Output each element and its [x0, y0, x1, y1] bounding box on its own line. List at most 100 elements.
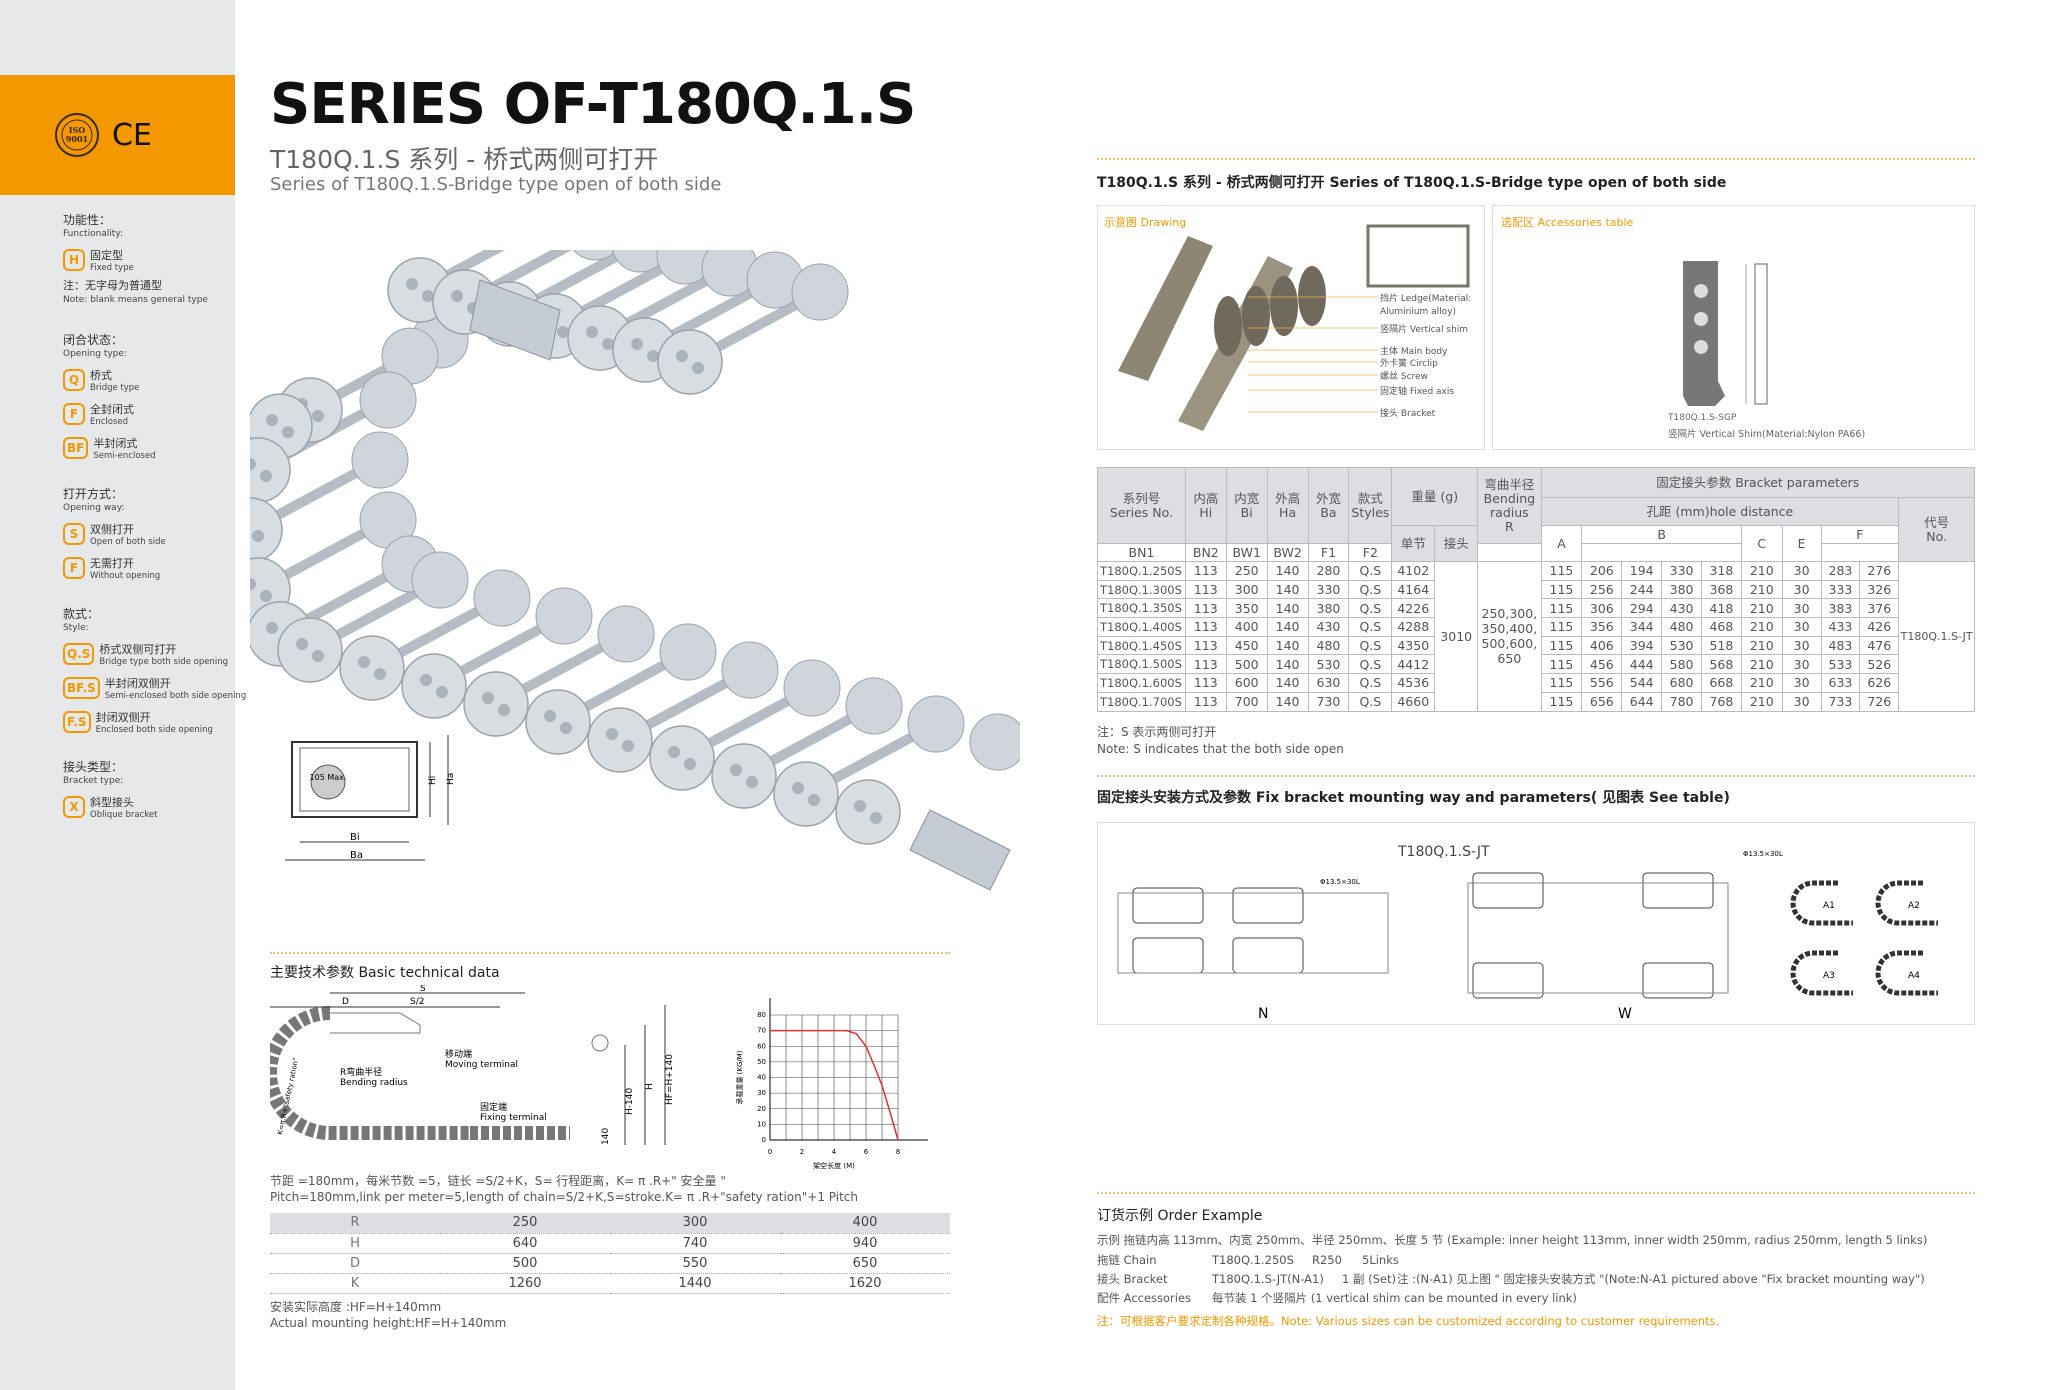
table-cell: 30 [1781, 673, 1822, 693]
table-cell: 140 [1266, 654, 1309, 675]
table-cell: 326 [1859, 579, 1900, 600]
link-hole [250, 458, 257, 470]
part-label: 主体 Main body [1380, 345, 1448, 357]
chain-dimension-diagram: D S S/2 移动端 Moving terminal 固定端 Fixing t… [270, 985, 675, 1145]
table-cell: K [270, 1273, 440, 1294]
bracket-plate [1132, 887, 1204, 924]
group-title-cn: 功能性： [63, 213, 112, 227]
end-bracket [909, 809, 1011, 891]
iso-9001-logo: ISO 9001 [55, 113, 99, 157]
link-hole [482, 692, 494, 704]
mount-heading: 固定接头安装方式及参数 Fix bracket mounting way and… [1097, 790, 1730, 806]
part-label: 竖隔片 Vertical shim [1380, 323, 1468, 335]
link-hole [854, 800, 866, 812]
table-cell: 113 [1184, 654, 1227, 675]
table-cell: 644 [1621, 691, 1663, 712]
option-cn: 无需打开 [90, 557, 134, 570]
chain-variant-icon [1790, 950, 1853, 996]
option-cn: 封闭双侧开 [95, 711, 151, 724]
accessories-title: 选配区 Accessories table [1501, 216, 1634, 229]
part-label: 外卡簧 Circlip [1380, 357, 1438, 369]
link-hole [602, 338, 614, 350]
link-plate [1298, 266, 1326, 326]
option-en: Enclosed both side opening [95, 725, 213, 735]
group-title-en: Style: [63, 623, 89, 633]
table-cell: T180Q.1.300S [1097, 579, 1186, 600]
table-cell: 30 [1781, 635, 1822, 656]
table-cell: 476 [1859, 635, 1900, 656]
link-plate [572, 250, 618, 261]
table-cell: 544 [1621, 673, 1663, 693]
table-cell: 780 [1661, 691, 1702, 712]
link-hole [586, 326, 598, 338]
link-plate [612, 250, 668, 273]
fixing-terminal-cn: 固定端 [480, 1101, 507, 1113]
table-cell: 250 [440, 1213, 610, 1234]
link-plate [711, 743, 777, 809]
certification-logos: ISO 9001 CE [55, 113, 152, 157]
table-cell: 4536 [1391, 673, 1436, 693]
table-cell: 733 [1820, 691, 1861, 712]
col-f: F [1820, 525, 1900, 544]
link-plate [250, 497, 283, 563]
link-plate [657, 329, 723, 395]
table-cell: 518 [1700, 635, 1742, 656]
code-badge: H [63, 249, 85, 271]
drawing-title: 示意图 Drawing [1104, 216, 1187, 229]
table-cell: 280 [1307, 561, 1350, 581]
moving-terminal-cn: 移动端 [445, 1048, 472, 1060]
part-label: Aluminium alloy) [1380, 307, 1456, 317]
table-cell: 115 [1540, 561, 1583, 581]
link-hole [436, 686, 448, 698]
end-bracket [469, 279, 561, 361]
link-hole [746, 776, 758, 788]
table-cell: 426 [1859, 617, 1900, 637]
link-hole [282, 426, 294, 439]
col-c: C [1740, 525, 1783, 562]
table-cell: 294 [1621, 598, 1663, 619]
option-en: Without opening [90, 571, 161, 581]
table-cell: 300 [1225, 579, 1268, 600]
option-en: Oblique bracket [90, 810, 158, 820]
chain-variant-icon [1875, 880, 1938, 926]
y-tick-label: 30 [757, 1089, 766, 1097]
col-weight: 重量 (g) [1391, 467, 1479, 526]
link-plate [277, 617, 343, 683]
table-cell: 380 [1661, 579, 1702, 600]
col-joint: 接头 [1434, 525, 1479, 562]
option-cn: 固定型 [90, 249, 123, 262]
y-tick-label: 0 [762, 1136, 766, 1144]
table-cell: 250 [1225, 561, 1268, 581]
table-cell: 194 [1621, 561, 1663, 581]
table-cell: 210 [1740, 673, 1783, 693]
table-cell: 726 [1859, 691, 1900, 712]
table-cell: T180Q.1.400S [1097, 617, 1186, 637]
table-cell: 30 [1781, 691, 1822, 712]
table-cell: 250,300, 350,400, 500,600, 650 [1477, 561, 1542, 712]
link-hole [730, 764, 742, 776]
table-cell: 433 [1820, 617, 1861, 637]
table-cell: 330 [1307, 579, 1350, 600]
table-cell: 400 [1225, 617, 1268, 637]
bracket-mounting-drawing: T180Q.1.S-JT N W Φ13.5×30L Φ13.5×30L A1 … [1117, 844, 1938, 1022]
link-hole [557, 326, 569, 338]
table-cell: 680 [1661, 673, 1702, 693]
table-cell: T180Q.1.500S [1097, 654, 1186, 675]
table-cell: 406 [1581, 635, 1623, 656]
table-cell: 556 [1581, 673, 1623, 693]
group-title-en: Functionality: [63, 229, 124, 239]
link-plate [1214, 296, 1242, 356]
table-cell: 480 [1307, 635, 1350, 656]
table-cell: 700 [1225, 691, 1268, 712]
shim-desc: 竖隔片 Vertical Shim(Material:Nylon PA66) [1668, 429, 1866, 440]
link-hole [420, 674, 432, 686]
option-cn: 桥式 [90, 369, 112, 382]
col-hole: 孔距 (mm)hole distance [1540, 497, 1900, 526]
drawing-panel: 示意图 Drawing 挡片 Ledge(Material:Aluminium … [1097, 205, 1485, 450]
table-cell: 113 [1184, 579, 1227, 600]
col-b: B [1581, 525, 1742, 544]
